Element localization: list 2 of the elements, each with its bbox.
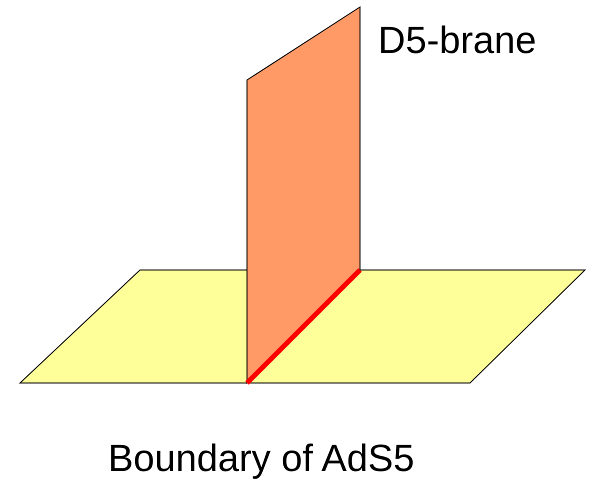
plane-label: D5-brane: [378, 22, 536, 60]
plane-label: Boundary of AdS5: [108, 440, 414, 478]
